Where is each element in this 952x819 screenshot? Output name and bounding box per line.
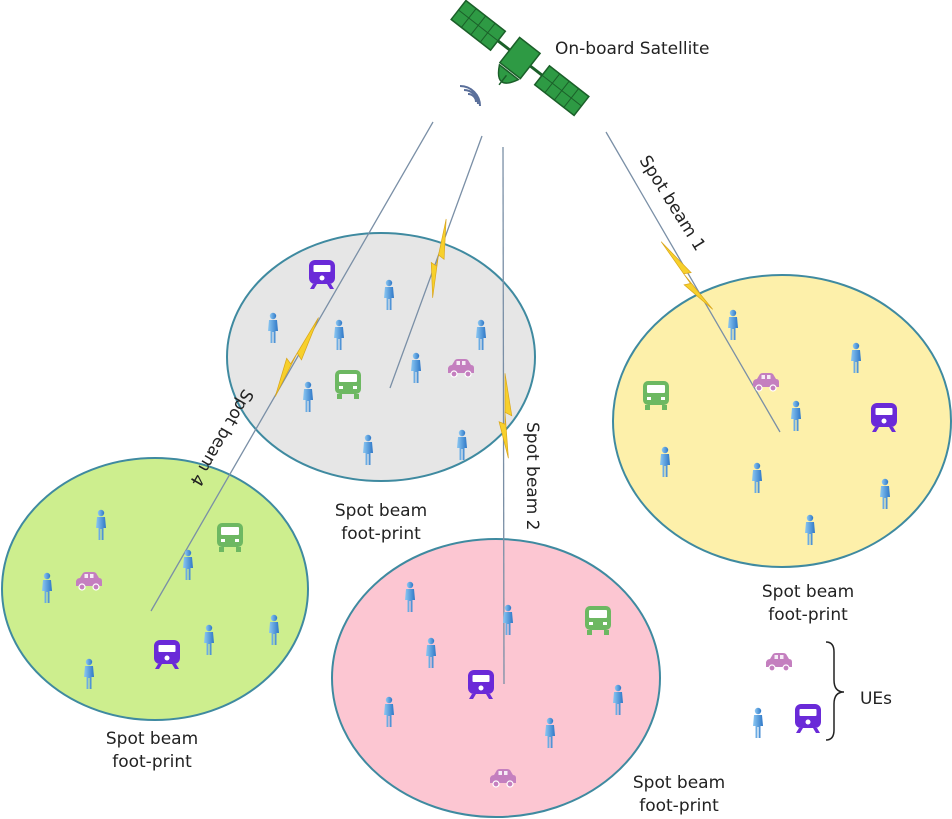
beam-2-label: Spot beam 2 bbox=[522, 422, 542, 531]
footprint-left-label-2: foot-print bbox=[112, 752, 192, 772]
satellite-label: On-board Satellite bbox=[555, 39, 709, 59]
train-icon bbox=[795, 704, 821, 733]
person-icon bbox=[753, 707, 763, 738]
footprint-right bbox=[612, 274, 952, 568]
footprint-right-label-2: foot-print bbox=[768, 605, 848, 625]
curly-brace-icon bbox=[825, 641, 845, 741]
satellite-icon bbox=[450, 0, 590, 117]
footprint-center bbox=[226, 232, 536, 482]
footprint-left-label-1: Spot beam bbox=[106, 729, 198, 749]
footprint-bottom-label-2: foot-print bbox=[639, 796, 719, 816]
beam-1-label: Spot beam 1 bbox=[635, 152, 709, 255]
footprint-right-label-1: Spot beam bbox=[762, 582, 854, 602]
footprint-bottom bbox=[331, 538, 661, 818]
legend-label: UEs bbox=[860, 689, 892, 709]
footprint-center-label-1: Spot beam bbox=[335, 501, 427, 521]
footprint-center-label-2: foot-print bbox=[341, 524, 421, 544]
car-icon bbox=[765, 652, 793, 672]
signal-waves bbox=[459, 85, 481, 107]
beam-lines bbox=[150, 121, 781, 685]
footprint-bottom-label-1: Spot beam bbox=[633, 773, 725, 793]
